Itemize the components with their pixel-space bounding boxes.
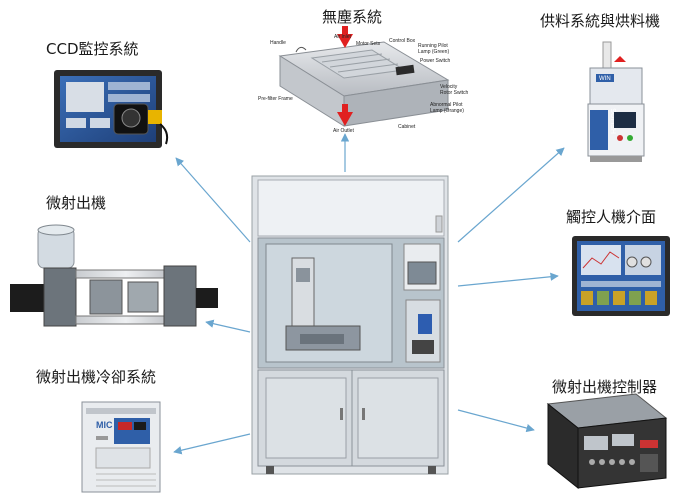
connector-arrows: [173, 133, 565, 455]
air-inlet-arrow: [337, 34, 353, 48]
callout-running-pilot: Running Pilot: [418, 43, 448, 49]
callout-control-box: Control Box: [389, 38, 416, 44]
chiller: MIC: [81, 401, 161, 493]
label-cleanroom-system: 無塵系統: [322, 8, 383, 26]
callout-abnormal-pilot-2: Lamp (Orange): [430, 108, 464, 114]
label-ccd-system: CCD監控系統: [46, 40, 139, 58]
callout-motor-sets: Motor Sets: [356, 41, 381, 47]
label-micro-injector: 微射出機: [46, 194, 107, 212]
touch-hmi: [572, 236, 670, 316]
callout-prefilter: Pre-filter Frame: [258, 96, 293, 102]
callout-power-switch: Power Switch: [420, 58, 451, 64]
feeder-dryer: WIN HELIOS: [587, 41, 645, 162]
controller-box: [546, 393, 668, 490]
callout-abnormal-pilot: Abnormal Pilot: [430, 102, 463, 108]
arrow-controller: [457, 409, 535, 433]
feeder-brand: WIN: [599, 76, 611, 82]
callout-handle: Handle: [270, 40, 286, 46]
callout-cabinet: Cabinet: [398, 124, 416, 130]
arrow-cooling: [173, 433, 251, 455]
arrow-ccd: [175, 157, 251, 243]
label-controller: 微射出機控制器: [552, 378, 658, 396]
air-outlet-arrow: [337, 112, 353, 126]
chiller-brand: MIC: [96, 420, 113, 430]
ffu-unit: Handle Air Inlet Motor Sets Control Box …: [258, 26, 469, 134]
central-machine: [251, 175, 449, 475]
callout-velocity-2: Rotor Switch: [440, 90, 469, 96]
micro-injector: [10, 224, 218, 327]
callout-air-outlet: Air Outlet: [333, 128, 354, 134]
label-touch-hmi: 觸控人機介面: [566, 208, 657, 226]
callout-velocity: Velocity: [440, 84, 458, 90]
callout-running-pilot-2: Lamp (Green): [418, 49, 449, 55]
ccd-monitor: [54, 70, 169, 148]
arrow-touch: [457, 272, 559, 287]
arrow-injector: [205, 319, 251, 333]
callout-air-inlet: Air Inlet: [334, 34, 352, 40]
label-cooling-system: 微射出機冷卻系統: [36, 368, 157, 386]
arrow-feeder: [457, 147, 565, 243]
label-feeder-dryer: 供料系統與烘料機: [540, 12, 661, 30]
